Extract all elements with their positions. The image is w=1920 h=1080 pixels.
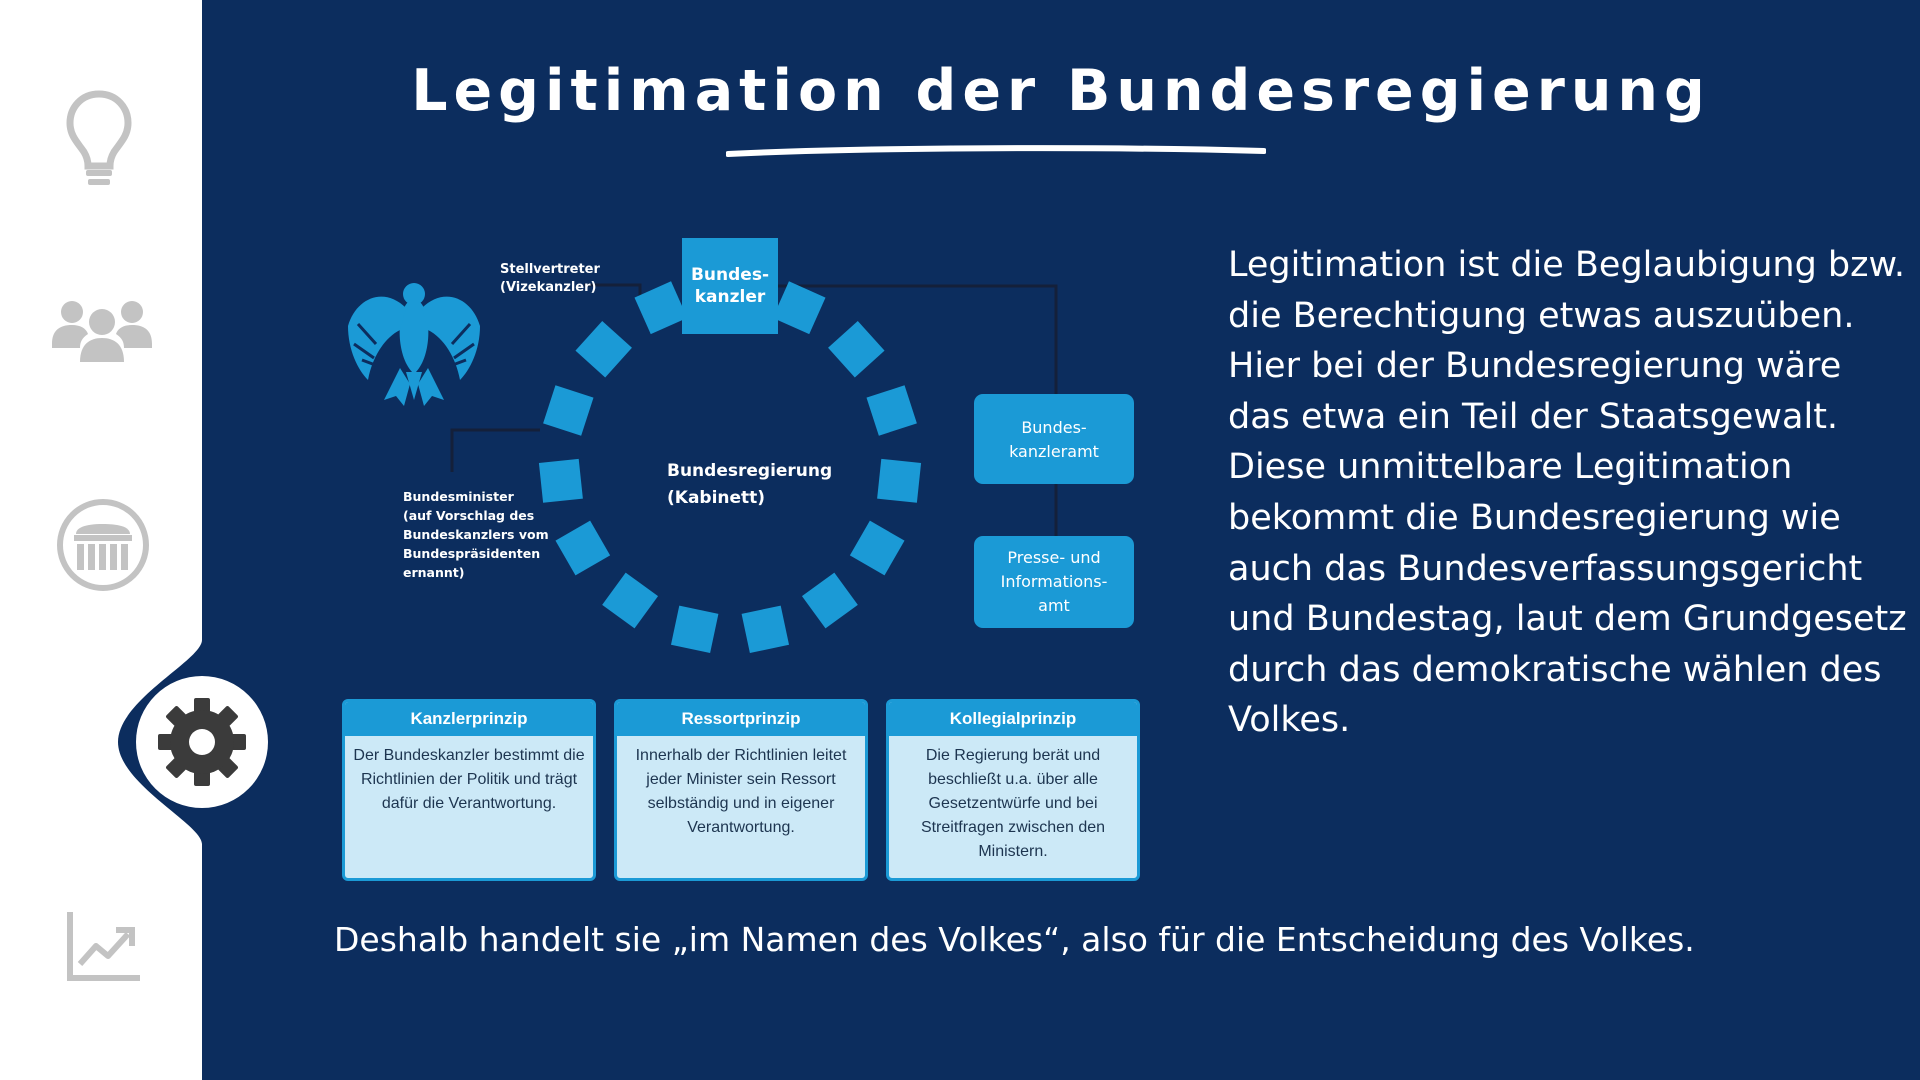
press-office-label-line2: Informations- bbox=[1001, 572, 1108, 591]
principle-box-kanzler: Kanzlerprinzip Der Bundeskanzler bestimm… bbox=[342, 699, 596, 881]
vice-chancellor-line1: Stellvertreter bbox=[500, 262, 600, 277]
trending-chart-icon[interactable] bbox=[66, 910, 142, 982]
chancellor-box bbox=[682, 238, 778, 334]
minister-square bbox=[849, 520, 905, 576]
principle-title: Kanzlerprinzip bbox=[345, 702, 593, 736]
conclusion-text: Deshalb handelt sie „im Namen des Volkes… bbox=[334, 920, 1695, 959]
chancellery-connector-line bbox=[778, 284, 1058, 585]
chancellery-label-line2: kanzleramt bbox=[1009, 442, 1099, 461]
active-nav-item[interactable] bbox=[136, 676, 268, 808]
minister-square bbox=[801, 572, 858, 629]
government-structure-diagram: Stellvertreter (Vizekanzler) Bundesminis… bbox=[330, 220, 1170, 900]
cabinet-circle-graphic: Stellvertreter (Vizekanzler) Bundesminis… bbox=[348, 238, 1134, 654]
minister-square bbox=[602, 572, 659, 629]
title-underline bbox=[726, 145, 1266, 157]
minister-square bbox=[741, 605, 790, 654]
cabinet-label-line2: (Kabinett) bbox=[667, 488, 765, 508]
sidebar-nav bbox=[0, 0, 268, 1080]
chancellery-box bbox=[974, 394, 1134, 484]
principle-title: Ressortprinzip bbox=[617, 702, 865, 736]
people-group-icon[interactable] bbox=[50, 296, 154, 364]
chancellor-label-line1: Bundes- bbox=[691, 265, 769, 285]
ministers-label-line4: Bundespräsidenten bbox=[403, 546, 540, 561]
cabinet-label-line1: Bundesregierung bbox=[667, 461, 832, 481]
minister-squares-ring bbox=[538, 281, 922, 654]
press-office-label-line3: amt bbox=[1038, 596, 1070, 615]
principle-text: Der Bundeskanzler bestimmt die Richtlini… bbox=[353, 747, 585, 812]
vice-chancellor-line2: (Vizekanzler) bbox=[500, 280, 596, 295]
principle-text: Innerhalb der Richtlinien leitet jeder M… bbox=[635, 747, 847, 836]
minister-square bbox=[543, 385, 594, 436]
ministers-label-line2: (auf Vorschlag des bbox=[403, 508, 534, 523]
chancellery-label-line1: Bundes- bbox=[1021, 418, 1086, 437]
minister-square bbox=[555, 520, 611, 576]
minister-square bbox=[670, 605, 719, 654]
principle-text: Die Regierung berät und beschließt u.a. … bbox=[920, 747, 1106, 860]
legitimation-explanation: Legitimation ist die Beglaubigung bzw. d… bbox=[1228, 245, 1907, 741]
chancellor-label-line2: kanzler bbox=[695, 287, 766, 307]
federal-eagle-emblem bbox=[348, 283, 480, 406]
press-office-label-line1: Presse- und bbox=[1007, 548, 1100, 567]
principle-box-ressort: Ressortprinzip Innerhalb der Richtlinien… bbox=[614, 699, 868, 881]
ministers-label-line5: ernannt) bbox=[403, 565, 464, 580]
parliament-building-icon[interactable] bbox=[56, 498, 150, 592]
minister-square bbox=[772, 281, 826, 335]
minister-square bbox=[575, 320, 632, 378]
minister-square bbox=[877, 458, 922, 503]
principle-title: Kollegialprinzip bbox=[889, 702, 1137, 736]
principle-box-kollegial: Kollegialprinzip Die Regierung berät und… bbox=[886, 699, 1140, 881]
minister-square bbox=[866, 385, 917, 436]
minister-square bbox=[634, 281, 688, 335]
page-title: Legitimation der Bundesregierung bbox=[411, 58, 1711, 124]
minister-square bbox=[828, 320, 885, 378]
ministers-label-line3: Bundeskanzlers vom bbox=[403, 527, 549, 542]
press-office-box bbox=[974, 536, 1134, 628]
minister-square bbox=[538, 458, 583, 503]
ministers-label-line1: Bundesminister bbox=[403, 489, 515, 504]
gear-icon bbox=[158, 698, 246, 786]
ministers-connector-line bbox=[450, 428, 540, 472]
lightbulb-icon[interactable] bbox=[64, 90, 134, 190]
